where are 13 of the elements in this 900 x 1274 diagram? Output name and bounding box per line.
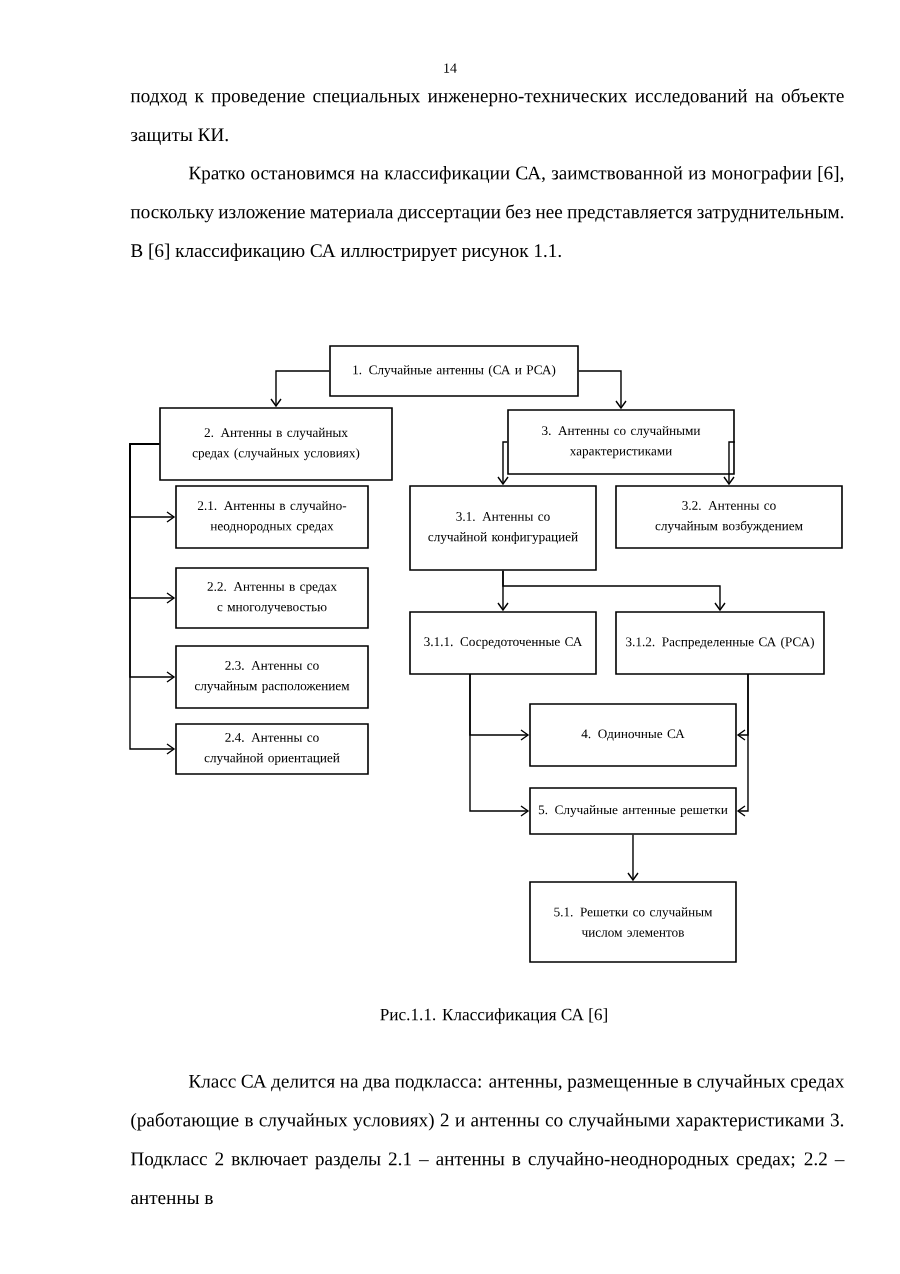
arrow (469, 673, 530, 817)
arrow (578, 370, 627, 410)
arrow (270, 370, 330, 408)
arrow (736, 673, 749, 817)
arrow (627, 834, 639, 882)
arrow (129, 443, 176, 755)
arrow (497, 441, 509, 486)
figure-caption: Рис.1.1. Классификация СА [6] (380, 1008, 607, 1024)
paragraph: подход к проведение специальных инженерно-технических исследований на объекте защиты КИ. (130, 88, 844, 145)
paragraph: Кратко остановимся на классификации СА, заимствованной из монографии [6], поскольку изложение материала диссертации без нее представляется затруднительным. В [6] классификацию СА иллюстрирует рисунок 1.1. (130, 166, 844, 262)
arrow (723, 441, 736, 486)
arrow (502, 570, 726, 612)
paragraph: Класс СА делится на два подкласса: антенны, размещенные в случайных средах (работающие в случайных условиях) 2 и антенны со случайными характеристиками 3. Подкласс 2 включает разделы 2.1 – антенны в случайно-неоднородных средах; 2.2 – антенны в (130, 1074, 845, 1205)
